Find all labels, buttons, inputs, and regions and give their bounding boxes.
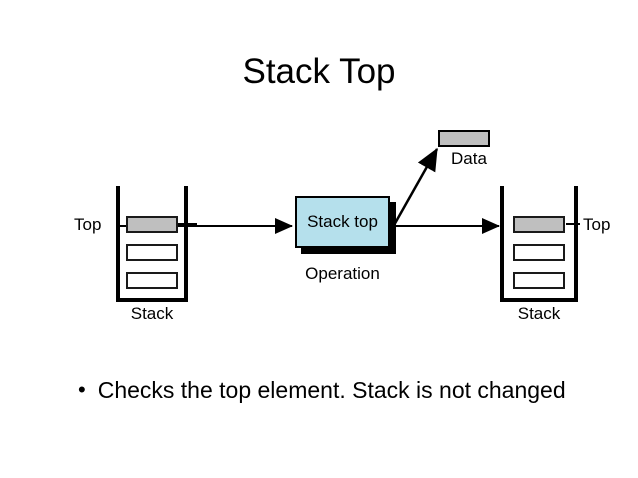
left-stack-cell-1 bbox=[126, 244, 178, 261]
operation-box-label: Stack top bbox=[307, 212, 378, 231]
right-stack-wall-left bbox=[500, 186, 504, 302]
left-stack-wall-left bbox=[116, 186, 120, 302]
right-stack-caption: Stack bbox=[517, 304, 561, 323]
page-title: Stack Top bbox=[242, 52, 396, 91]
left-stack-caption: Stack bbox=[130, 304, 174, 323]
right-stack-top-label: Top bbox=[583, 215, 611, 234]
bullet-marker-icon: • bbox=[78, 377, 86, 402]
left-stack-top-label: Top bbox=[74, 215, 102, 234]
right-stack-cell-2 bbox=[513, 272, 565, 289]
right-stack-cell-0 bbox=[513, 216, 565, 233]
operation-caption: Operation bbox=[305, 264, 380, 283]
left-stack bbox=[112, 186, 192, 302]
data-box bbox=[438, 130, 490, 147]
bullet-list: • Checks the top element. Stack is not c… bbox=[78, 376, 598, 404]
right-stack bbox=[496, 186, 582, 302]
left-stack-cell-2 bbox=[126, 272, 178, 289]
arrow-operation-to-data bbox=[387, 147, 439, 235]
data-label: Data bbox=[451, 149, 487, 168]
bullet-text: Checks the top element. Stack is not cha… bbox=[97, 377, 566, 403]
right-stack-wall-right bbox=[574, 186, 578, 302]
left-stack-cell-0 bbox=[126, 216, 178, 233]
operation-box[interactable]: Stack top bbox=[295, 196, 390, 248]
right-stack-wall-bottom bbox=[500, 298, 578, 302]
left-stack-wall-right bbox=[184, 186, 188, 302]
right-stack-cell-1 bbox=[513, 244, 565, 261]
left-stack-wall-bottom bbox=[116, 298, 188, 302]
